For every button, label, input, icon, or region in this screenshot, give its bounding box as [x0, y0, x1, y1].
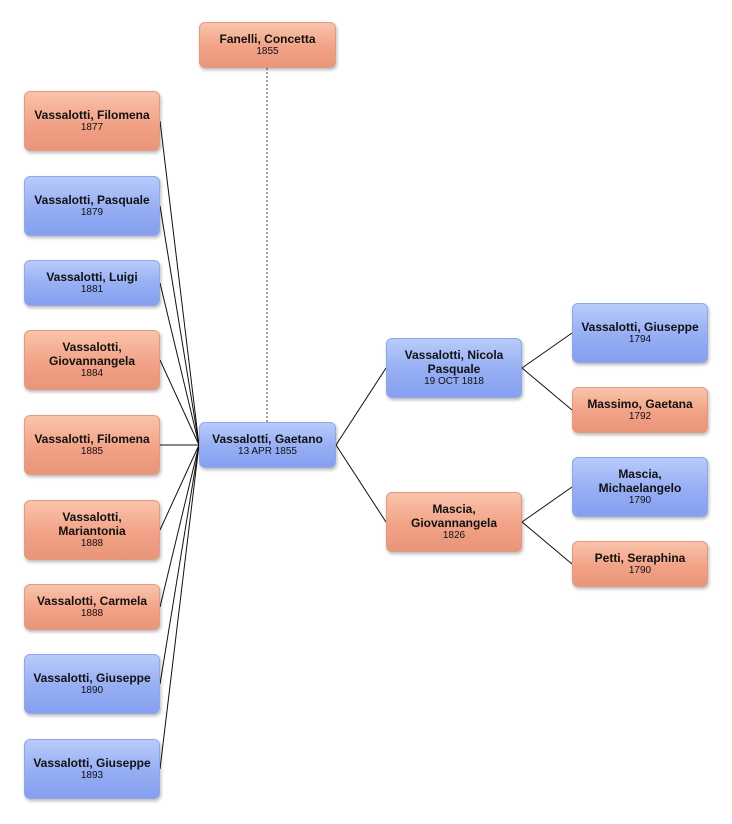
person-date: 1790 — [628, 565, 652, 576]
father-node[interactable]: Vassalotti, Nicola Pasquale 19 OCT 1818 — [386, 338, 522, 398]
child-connector — [159, 282, 200, 446]
person-name: Vassalotti, Filomena — [34, 432, 150, 446]
person-date: 1792 — [628, 411, 652, 422]
child-connector — [159, 359, 200, 446]
person-name: Vassalotti, Giovannangela — [48, 340, 136, 368]
maternal-grandfather-node[interactable]: Mascia, Michaelangelo 1790 — [572, 457, 708, 517]
child-node[interactable]: Vassalotti, Pasquale 1879 — [24, 176, 160, 236]
child-node[interactable]: Vassalotti, Filomena 1877 — [24, 91, 160, 151]
person-name: Vassalotti, Giuseppe — [33, 671, 151, 685]
grandparent-connector — [521, 332, 573, 369]
person-date: 13 APR 1855 — [238, 446, 297, 457]
person-name: Vassalotti, Giuseppe — [581, 320, 699, 334]
child-node[interactable]: Vassalotti, Giuseppe 1893 — [24, 739, 160, 799]
person-date: 1890 — [80, 685, 104, 696]
child-connector — [159, 444, 200, 685]
person-name: Vassalotti, Giuseppe — [33, 756, 151, 770]
person-name: Vassalotti, Carmela — [36, 594, 148, 608]
grandparent-connector — [521, 367, 573, 411]
paternal-grandmother-node[interactable]: Massimo, Gaetana 1792 — [572, 387, 708, 433]
person-name: Massimo, Gaetana — [587, 397, 693, 411]
person-name: Fanelli, Concetta — [219, 32, 316, 46]
root-person-node[interactable]: Vassalotti, Gaetano 13 APR 1855 — [199, 422, 336, 468]
person-name: Vassalotti, Gaetano — [212, 432, 323, 446]
person-name: Mascia, Giovannangela — [410, 502, 498, 530]
person-date: 19 OCT 1818 — [424, 376, 484, 387]
person-date: 1826 — [442, 530, 466, 541]
child-connector — [159, 444, 200, 531]
child-node[interactable]: Vassalotti, Mariantonia 1888 — [24, 500, 160, 560]
child-connector — [159, 120, 200, 446]
child-node[interactable]: Vassalotti, Luigi 1881 — [24, 260, 160, 306]
person-date: 1885 — [80, 446, 104, 457]
child-node[interactable]: Vassalotti, Carmela 1888 — [24, 584, 160, 630]
person-name: Petti, Seraphina — [594, 551, 686, 565]
person-date: 1893 — [80, 770, 104, 781]
person-date: 1855 — [256, 46, 279, 57]
person-date: 1879 — [80, 207, 104, 218]
paternal-grandfather-node[interactable]: Vassalotti, Giuseppe 1794 — [572, 303, 708, 363]
person-date: 1881 — [80, 284, 104, 295]
person-name: Vassalotti, Filomena — [34, 108, 150, 122]
person-date: 1794 — [628, 334, 652, 345]
child-connector — [159, 205, 200, 446]
child-connector — [159, 444, 200, 770]
child-connector — [159, 444, 200, 608]
grandparent-connector — [521, 521, 573, 565]
person-name: Mascia, Michaelangelo — [598, 467, 682, 495]
child-node[interactable]: Vassalotti, Giovannangela 1884 — [24, 330, 160, 390]
person-name: Vassalotti, Pasquale — [34, 193, 150, 207]
person-date: 1884 — [80, 368, 104, 379]
person-name: Vassalotti, Mariantonia — [58, 510, 126, 538]
person-name: Vassalotti, Luigi — [46, 270, 138, 284]
parent-connector — [335, 367, 387, 446]
child-node[interactable]: Vassalotti, Filomena 1885 — [24, 415, 160, 475]
maternal-grandmother-node[interactable]: Petti, Seraphina 1790 — [572, 541, 708, 587]
grandparent-connector — [521, 486, 573, 523]
person-date: 1888 — [80, 608, 104, 619]
person-date: 1877 — [80, 122, 104, 133]
person-date: 1790 — [628, 495, 652, 506]
parent-connector — [335, 444, 387, 523]
person-date: 1888 — [80, 538, 104, 549]
child-node[interactable]: Vassalotti, Giuseppe 1890 — [24, 654, 160, 714]
person-name: Vassalotti, Nicola Pasquale — [404, 348, 504, 376]
mother-node[interactable]: Mascia, Giovannangela 1826 — [386, 492, 522, 552]
spouse-node[interactable]: Fanelli, Concetta 1855 — [199, 22, 336, 68]
